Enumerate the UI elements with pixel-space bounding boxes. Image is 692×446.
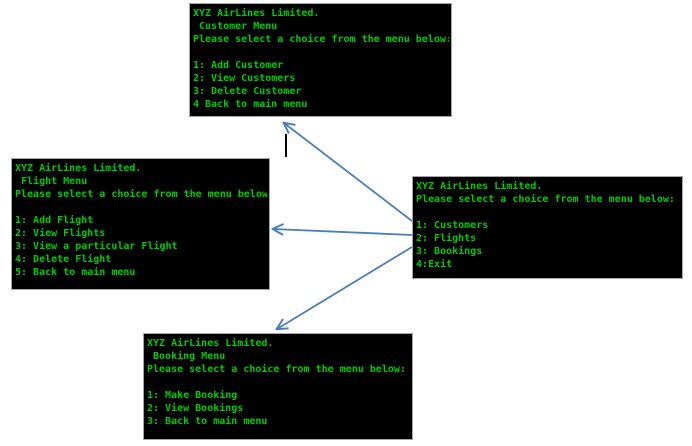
terminal-line: Please select a choice from the menu bel…: [147, 364, 406, 375]
terminal-line: 2: View Bookings: [147, 403, 244, 414]
terminal-line: [15, 201, 267, 214]
terminal-line: 2: View Customers: [193, 73, 296, 84]
arrow-main-to-customer: [284, 123, 413, 222]
terminal-line: Customer Menu: [193, 21, 278, 32]
terminal-line: XYZ AirLines Limited.: [193, 8, 320, 19]
arrow-main-to-flight: [273, 229, 413, 236]
terminal-line: 3: Back to main menu: [147, 416, 268, 427]
terminal-line: 5: Back to main menu: [15, 267, 136, 278]
terminal-line: 3: Delete Customer: [193, 86, 302, 97]
terminal-line: XYZ AirLines Limited.: [416, 181, 543, 192]
terminal-line: [193, 46, 449, 59]
terminal-line: 2: Flights: [416, 233, 477, 244]
terminal-line: 4:Exit: [416, 259, 453, 270]
customer-menu-terminal: XYZ AirLines Limited. Customer Menu Plea…: [189, 3, 452, 117]
main-menu-terminal: XYZ AirLines Limited. Please select a ch…: [412, 176, 683, 279]
terminal-line: [416, 206, 680, 219]
text-cursor: [285, 134, 287, 157]
terminal-line: XYZ AirLines Limited.: [147, 338, 274, 349]
terminal-line: Please select a choice from the menu bel…: [193, 34, 449, 45]
terminal-line: 1: Make Booking: [147, 390, 238, 401]
terminal-line: Booking Menu: [147, 351, 226, 362]
flight-menu-terminal: XYZ AirLines Limited. Flight Menu Please…: [11, 158, 270, 290]
terminal-line: 1: Add Flight: [15, 215, 94, 226]
terminal-line: 3: View a particular Flight: [15, 241, 178, 252]
arrow-main-to-booking: [277, 246, 413, 329]
booking-menu-terminal: XYZ AirLines Limited. Booking Menu Pleas…: [143, 333, 413, 440]
terminal-line: Please select a choice from the menu bel…: [15, 189, 267, 200]
terminal-line: 4: Delete Flight: [15, 254, 112, 265]
terminal-line: 2: View Flights: [15, 228, 106, 239]
terminal-line: 1: Add Customer: [193, 60, 284, 71]
terminal-line: 1: Customers: [416, 220, 489, 231]
terminal-line: 4 Back to main menu: [193, 99, 308, 110]
terminal-line: Please select a choice from the menu bel…: [416, 194, 675, 205]
terminal-line: XYZ AirLines Limited.: [15, 163, 142, 174]
terminal-line: Flight Menu: [15, 176, 88, 187]
terminal-line: 3: Bookings: [416, 246, 483, 257]
terminal-line: [147, 376, 410, 389]
